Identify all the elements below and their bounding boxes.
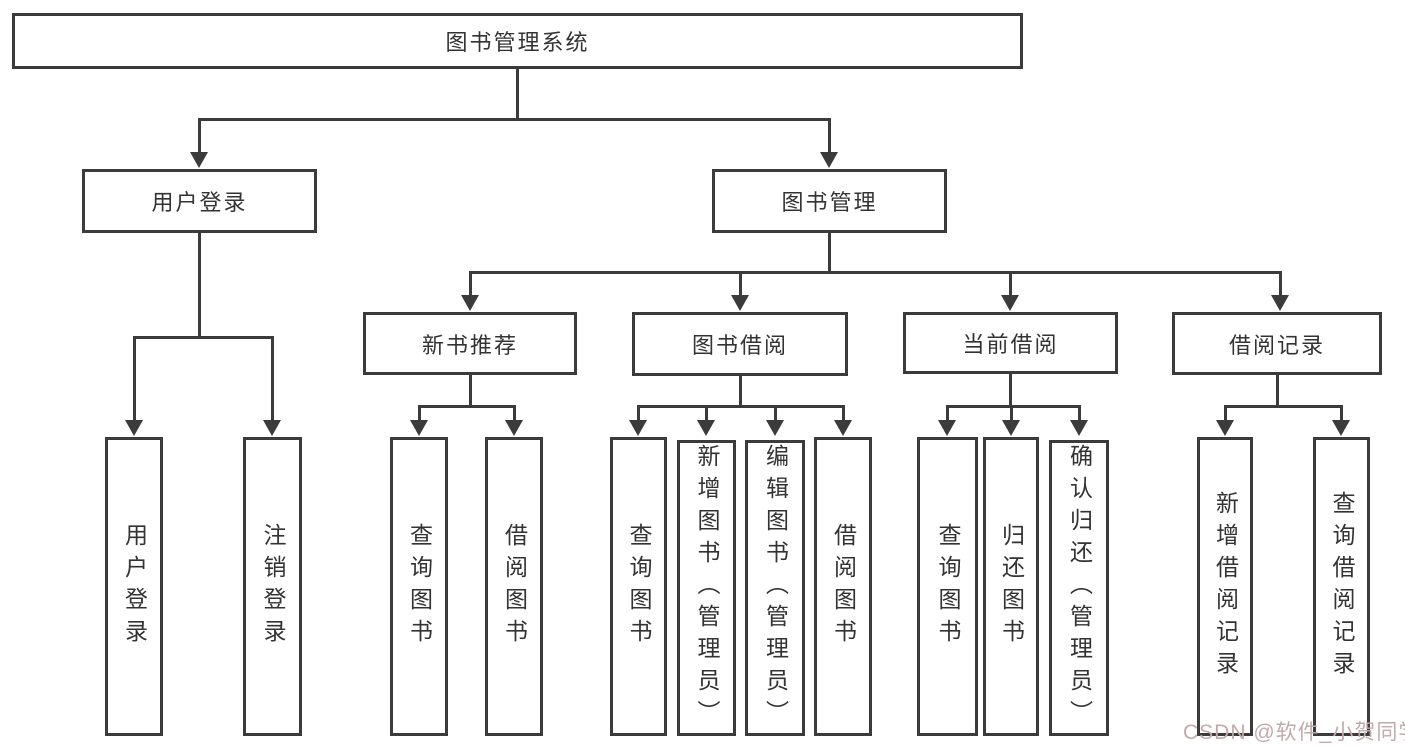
leaf-borrow-edit-books-admin: 编辑图书（管理员）	[745, 440, 805, 736]
connector-line	[417, 406, 421, 422]
connector-line	[945, 404, 1081, 408]
node-book-borrow: 图书借阅	[632, 312, 848, 376]
connector-line	[945, 406, 949, 422]
connector-line	[417, 404, 516, 408]
connector-line	[270, 337, 274, 422]
connector-line	[827, 119, 831, 154]
connector-line	[1223, 404, 1343, 408]
arrowhead-icon	[1002, 420, 1020, 436]
arrowhead-icon	[820, 152, 838, 168]
connector-line	[827, 233, 831, 272]
connector-line	[132, 337, 136, 422]
csdn-watermark: CSDN @软件_小贺同学	[1183, 721, 1405, 744]
arrowhead-icon	[190, 152, 208, 168]
connector-line	[738, 376, 742, 406]
connector-line	[704, 406, 708, 422]
node-current-borrow: 当前借阅	[903, 312, 1118, 374]
arrowhead-icon	[1001, 295, 1019, 311]
arrowhead-icon	[125, 420, 143, 436]
leaf-records-add-record: 新增借阅记录	[1197, 437, 1253, 736]
connector-line	[841, 406, 845, 422]
arrowhead-icon	[766, 420, 784, 436]
leaf-current-query-books: 查询图书	[917, 437, 978, 736]
arrowhead-icon	[505, 420, 523, 436]
leaf-user-login: 用户登录	[105, 437, 163, 736]
connector-line	[515, 69, 519, 119]
leaf-records-query-record: 查询借阅记录	[1313, 437, 1370, 736]
connector-line	[197, 233, 201, 337]
node-borrow-records: 借阅记录	[1172, 312, 1382, 375]
leaf-borrow-query-books: 查询图书	[610, 437, 667, 736]
connector-line	[512, 406, 516, 422]
connector-line	[1223, 406, 1227, 422]
connector-line	[1008, 374, 1012, 406]
connector-line	[132, 335, 274, 339]
arrowhead-icon	[410, 420, 428, 436]
connector-line	[738, 272, 742, 297]
arrowhead-icon	[1271, 295, 1289, 311]
arrowhead-icon	[461, 295, 479, 311]
leaf-current-confirm-return-admin: 确认归还（管理员）	[1049, 440, 1109, 736]
connector-line	[197, 119, 201, 154]
arrowhead-icon	[697, 420, 715, 436]
leaf-logout: 注销登录	[243, 437, 302, 736]
connector-line	[1275, 375, 1279, 406]
node-user-login: 用户登录	[82, 169, 317, 233]
connector-line	[468, 375, 472, 406]
connector-line	[468, 272, 472, 297]
connector-line	[1009, 406, 1013, 422]
leaf-borrow-add-books-admin: 新增图书（管理员）	[677, 440, 736, 736]
arrowhead-icon	[629, 420, 647, 436]
connector-line	[1339, 406, 1343, 422]
arrowhead-icon	[1216, 420, 1234, 436]
arrowhead-icon	[834, 420, 852, 436]
node-new-book-recommend: 新书推荐	[363, 312, 577, 375]
connector-line	[1008, 272, 1012, 297]
connector-line	[636, 406, 640, 422]
connector-line	[197, 117, 831, 121]
leaf-recommend-query-books: 查询图书	[390, 437, 448, 736]
connector-line	[1077, 406, 1081, 422]
leaf-current-return-books: 归还图书	[983, 437, 1039, 736]
node-library-management-system: 图书管理系统	[12, 13, 1023, 69]
arrowhead-icon	[1070, 420, 1088, 436]
leaf-recommend-borrow-books: 借阅图书	[485, 437, 543, 736]
connector-line	[1278, 272, 1282, 297]
leaf-borrow-borrow-books: 借阅图书	[814, 437, 872, 736]
arrowhead-icon	[1332, 420, 1350, 436]
arrowhead-icon	[731, 295, 749, 311]
connector-line	[468, 270, 1282, 274]
node-book-management: 图书管理	[712, 169, 947, 233]
connector-line	[636, 404, 845, 408]
arrowhead-icon	[938, 420, 956, 436]
connector-line	[773, 406, 777, 422]
arrowhead-icon	[263, 420, 281, 436]
